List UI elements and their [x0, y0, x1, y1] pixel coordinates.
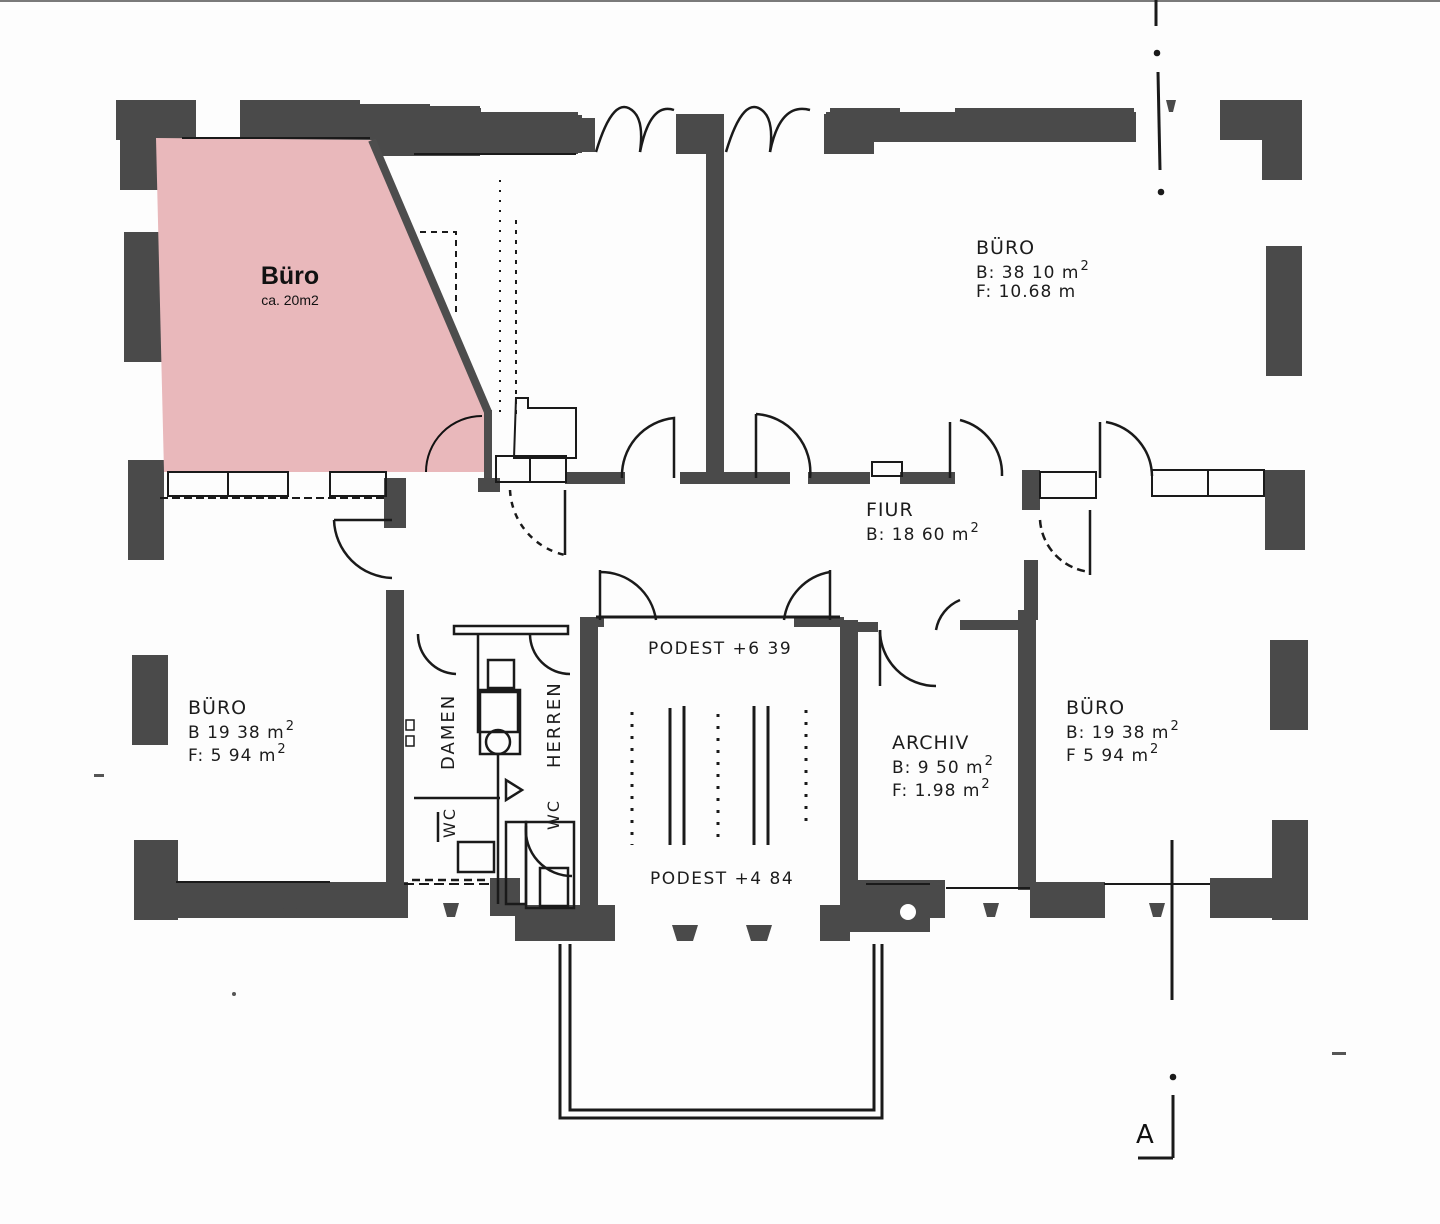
room-b-area: B: 38 10 m — [976, 262, 1080, 283]
room-f-area: F: 5 94 m — [188, 746, 277, 767]
room-f-area: F: 1.98 m — [892, 781, 981, 802]
room-b-area: B: 18 60 m — [866, 524, 970, 545]
room-name: BÜRO — [188, 697, 248, 719]
room-b-area: B: 9 50 m — [892, 757, 984, 778]
room-f-area: F 5 94 m — [1066, 746, 1149, 767]
wc-fixtures — [412, 624, 576, 910]
facade-columns — [282, 100, 1176, 941]
highlighted-office-area — [156, 138, 492, 478]
room-f-area: F: 10.68 m — [976, 282, 1077, 303]
room-label-flur: FIUR B: 18 60 m2 — [866, 499, 980, 545]
wc-small-windows — [405, 719, 415, 747]
door-swings — [332, 105, 1154, 688]
wc-herren-label: HERREN — [544, 681, 565, 768]
room-name: ARCHIV — [892, 732, 970, 754]
wc-herren-wc-label: WC — [544, 799, 563, 830]
section-line-a — [1138, 0, 1177, 1160]
podest-lower-label: PODEST +4 84 — [650, 869, 795, 889]
room-label-buero-ne: BÜRO B: 38 10 m2 F: 10.68 m — [976, 237, 1090, 303]
room-label-archiv: ARCHIV B: 9 50 m2 F: 1.98 m2 — [892, 732, 994, 802]
room-label-buero-se: BÜRO B: 19 38 m2 F 5 94 m2 — [1066, 697, 1180, 767]
terrace-outline — [558, 944, 884, 1120]
room-b-area: B: 19 38 m — [1066, 722, 1170, 743]
highlighted-office-label: Büro ca. 20m2 — [220, 262, 360, 308]
window-outlines — [160, 137, 1265, 889]
room-name: FIUR — [866, 499, 914, 521]
highlighted-office-area-text: ca. 20m2 — [261, 292, 319, 308]
wc-damen-wc-label: WC — [440, 807, 459, 838]
section-marker-a: A — [1136, 1120, 1154, 1150]
stairs — [596, 615, 840, 845]
room-b-area: B 19 38 m — [188, 722, 285, 743]
room-label-buero-sw: BÜRO B 19 38 m2 F: 5 94 m2 — [188, 697, 295, 767]
wc-damen-label: DAMEN — [438, 693, 459, 770]
round-opening — [900, 904, 916, 920]
podest-upper-label: PODEST +6 39 — [648, 639, 793, 659]
room-name: BÜRO — [976, 237, 1036, 259]
room-name: BÜRO — [1066, 697, 1126, 719]
highlighted-office-title: Büro — [260, 262, 320, 290]
exterior-walls — [116, 100, 1308, 941]
interior-walls — [384, 140, 1040, 920]
